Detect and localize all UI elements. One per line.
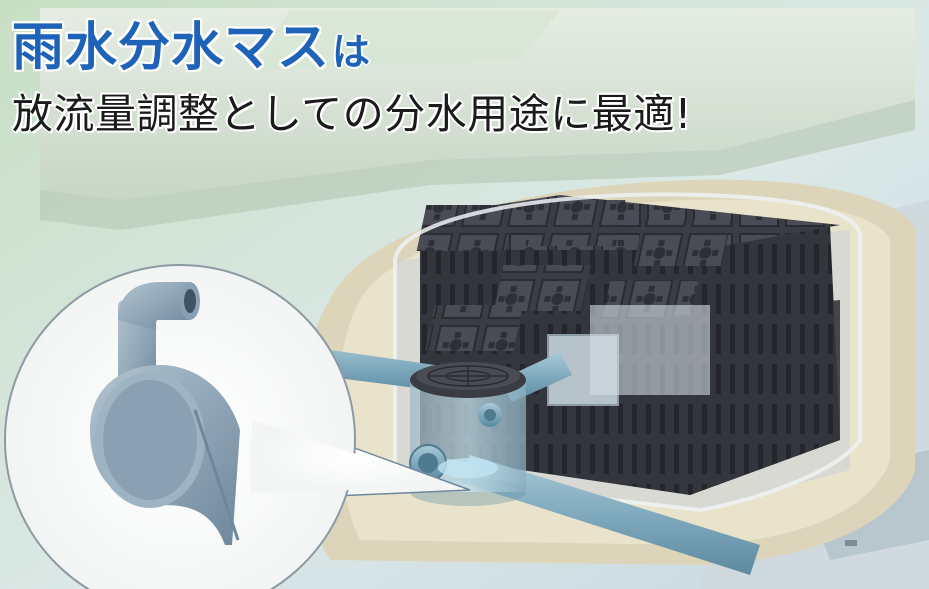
headline: 雨水分水マスは 放流量調整としての分水用途に最適! [12,22,692,140]
product-name: 雨水分水マス [12,18,331,78]
water-diversion-fitting-icon [90,282,240,545]
diversion-manhole [409,362,526,506]
headline-subline: 放流量調整としての分水用途に最適! [12,90,692,138]
headline-line-1: 雨水分水マスは [12,22,692,74]
product-callout [4,264,471,589]
headline-particle: は [332,30,371,74]
